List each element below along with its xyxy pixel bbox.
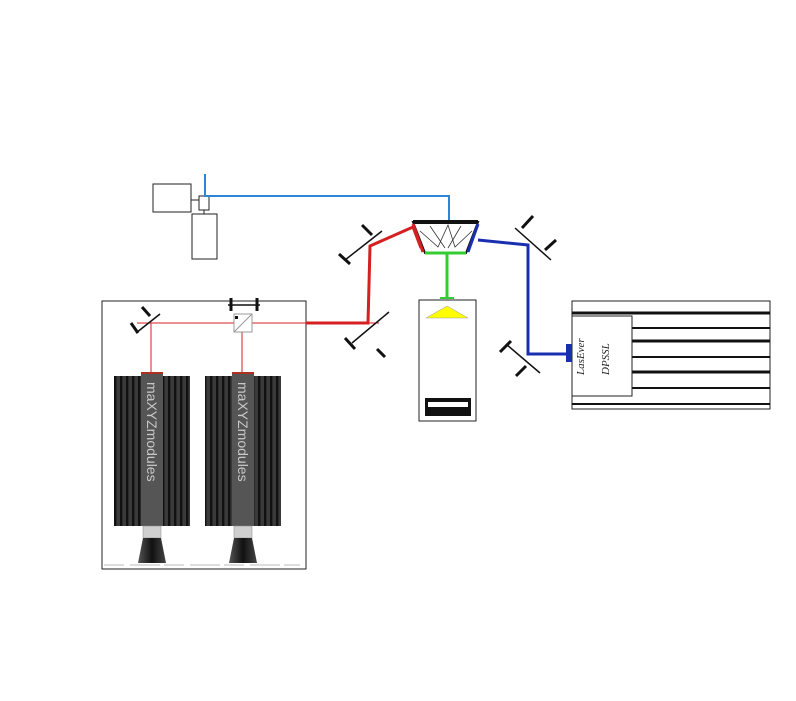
mirror-icon bbox=[343, 311, 390, 359]
laser-module-left: maXYZmodules bbox=[114, 372, 190, 563]
dpss-laser: LasEver DPSSL bbox=[566, 300, 771, 410]
coupler-connector bbox=[198, 195, 210, 211]
fiber-coupler bbox=[152, 183, 218, 260]
mirror-icon bbox=[498, 339, 541, 378]
fiber-beam bbox=[204, 174, 450, 222]
detector-icon bbox=[418, 299, 477, 422]
prism-icon bbox=[411, 220, 480, 255]
blue-beam bbox=[477, 238, 570, 356]
mirror-icon bbox=[337, 223, 383, 266]
module-label-right: maXYZmodules bbox=[235, 382, 251, 482]
coupler-box-left bbox=[152, 183, 192, 213]
laser-type-label: DPSSL bbox=[600, 343, 612, 376]
coupler-box-bottom bbox=[191, 213, 218, 260]
mirror-icon bbox=[129, 306, 161, 334]
module-label-left: maXYZmodules bbox=[144, 382, 160, 482]
laser-brand-label: LasEver bbox=[575, 338, 587, 376]
mirror-icon bbox=[514, 214, 558, 261]
laser-module-right: maXYZmodules bbox=[205, 372, 281, 563]
beam-splitter-icon bbox=[228, 298, 260, 333]
